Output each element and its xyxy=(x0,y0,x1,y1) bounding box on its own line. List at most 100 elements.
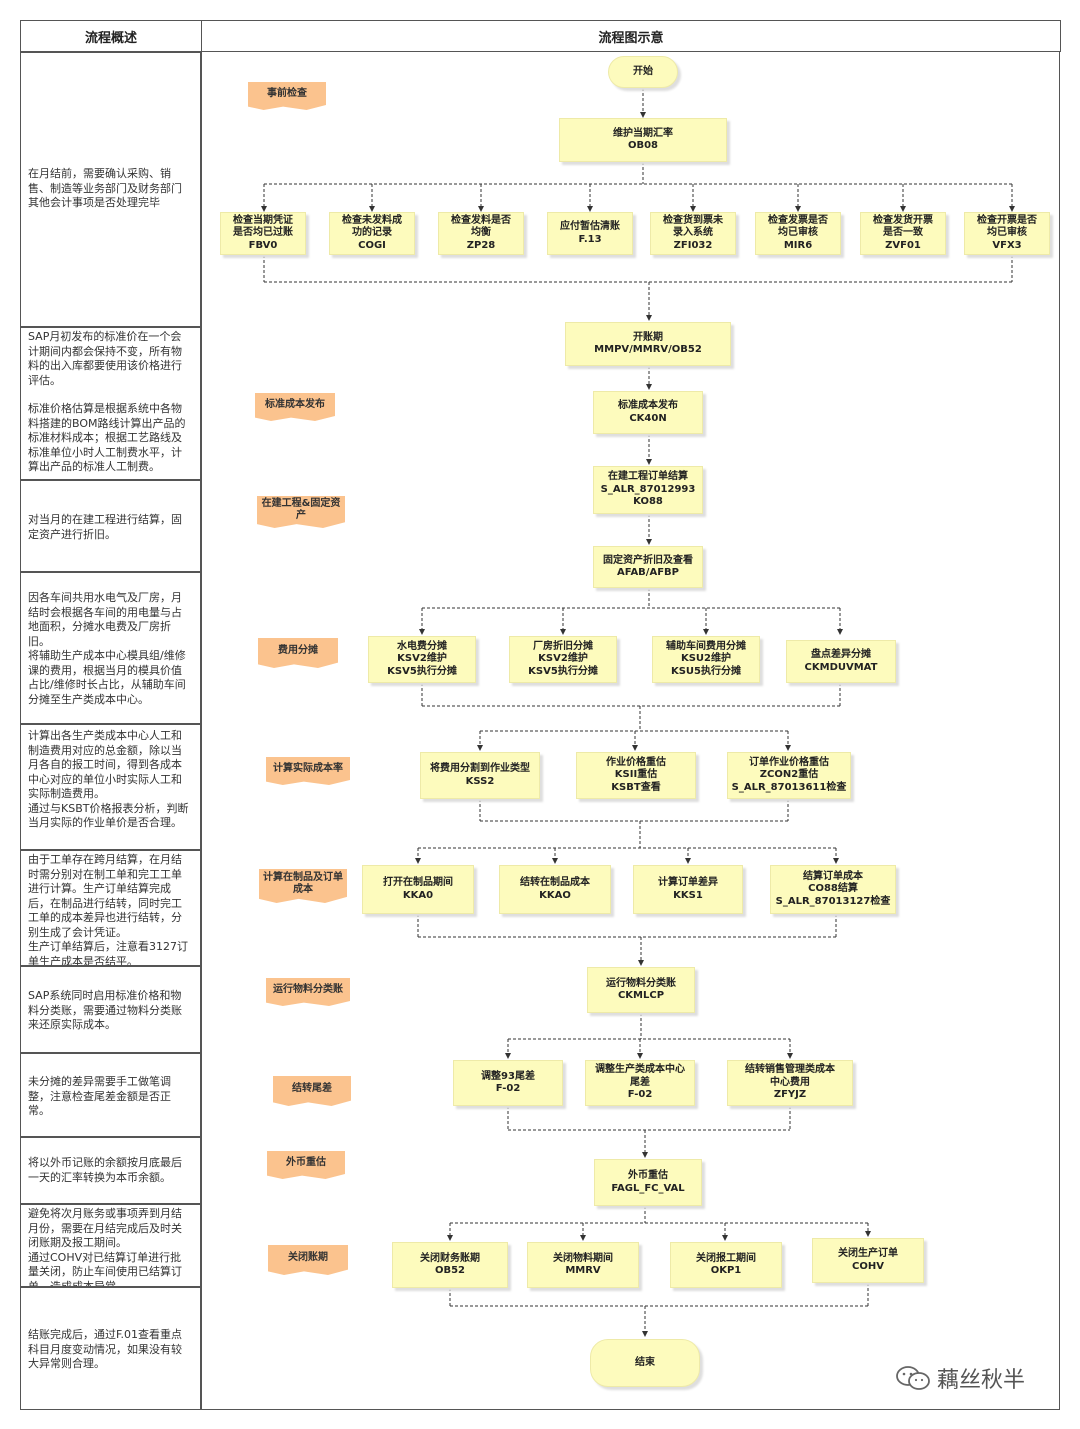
stage-tag: 结转尾差 xyxy=(273,1076,351,1106)
node-label-line: 调整93尾差 xyxy=(481,1070,535,1082)
node-label-line: CKMLCP xyxy=(617,990,665,1001)
node-label-line: 盘点差异分摊 xyxy=(811,649,871,660)
node-label-line: VFX3 xyxy=(992,239,1022,251)
node-label-line: KSS2 xyxy=(465,775,495,787)
node-label-line: 订单作业价格重估 xyxy=(749,756,829,768)
node-label-line: S_ALR_87013127检查 xyxy=(775,895,891,907)
node-label-line: ZP28 xyxy=(466,239,496,251)
node-label-line: 关闭生产订单 xyxy=(838,1248,898,1259)
stage-tag: 标准成本发布 xyxy=(255,393,335,421)
node-label-line: 应付暂估清账 xyxy=(560,221,620,232)
description-text: 将以外币记账的余额按月底最后一天的汇率转换为本币余额。 xyxy=(21,1153,194,1203)
description-paragraph: 通过与KSBT价格报表分析，判断当月实际的作业单价是否合理。 xyxy=(28,801,189,830)
node-label-line: MIR6 xyxy=(783,239,813,251)
node-label-line: 结转在制品成本 xyxy=(520,877,590,888)
description-cell xyxy=(20,966,201,1053)
description-cell xyxy=(20,52,201,327)
node-label-line: 录入系统 xyxy=(673,227,713,239)
description-text: 计算出各生产类成本中心人工和制造费用对应的总金额，除以当月各自的报工时间，得到各… xyxy=(21,726,194,849)
end-node: 结束 xyxy=(590,1339,700,1387)
node-label-line: KSBT查看 xyxy=(611,781,661,793)
node-label-line: OB08 xyxy=(627,140,659,151)
description-paragraph: 标准价格估算是根据系统中各物料搭建的BOM路线计算出产品的标准材料成本；根据工艺… xyxy=(28,402,186,473)
node-label-line: ZVF01 xyxy=(885,239,921,251)
node-label-line: 检查发票是否 xyxy=(768,214,828,226)
node-label-line: 水电费分摊 xyxy=(397,640,447,652)
node-label-line: 关闭物料期间 xyxy=(553,1252,613,1264)
wechat-icon xyxy=(896,1366,930,1390)
node-label-line: 在建工程订单结算 xyxy=(608,471,688,483)
description-paragraph: 由于工单存在跨月结算，在月结时需分别对在制工单和完工工单进行计算。生产订单结算完… xyxy=(28,853,182,939)
node-label-line: 检查开票是否 xyxy=(977,214,1037,226)
node-label-line: ZCON2重估 xyxy=(759,769,819,781)
description-text: SAP系统同时启用标准价格和物料分类账，需要通过物料分类账来还原实际成本。 xyxy=(21,986,194,1052)
description-cell xyxy=(20,327,201,480)
diagram-header: 流程图示意 xyxy=(201,20,1061,52)
node-label-line: F.13 xyxy=(578,233,602,245)
node-label-line: CO88结算 xyxy=(808,883,858,895)
node-label-line: KO88 xyxy=(633,496,663,508)
stage-tag: 事前检查 xyxy=(248,82,326,110)
description-text: 避免将次月账务或事项弄到月结月份，需要在月结完成后及时关闭账期及报工期间。通过C… xyxy=(21,1204,194,1286)
node-label-line: FAGL_FC_VAL xyxy=(611,1182,685,1194)
description-paragraph: SAP系统同时启用标准价格和物料分类账，需要通过物料分类账来还原实际成本。 xyxy=(28,989,182,1031)
node-label-line: 开账期 xyxy=(633,331,663,343)
node-label-line: S_ALR_87012993 xyxy=(600,483,696,495)
node-label-line: MMRV xyxy=(565,1265,601,1276)
stage-tag: 外币重估 xyxy=(267,1151,345,1179)
node-label-line: COGI xyxy=(358,239,386,251)
description-paragraph: 对当月的在建工程进行结算，固定资产进行折旧。 xyxy=(28,513,182,541)
description-paragraph: 将以外币记账的余额按月底最后一天的汇率转换为本币余额。 xyxy=(28,1156,182,1184)
node-label-line: FBV0 xyxy=(248,239,278,251)
node-label-line: COHV xyxy=(852,1260,884,1272)
node-label-line: KSV5执行分摊 xyxy=(387,665,457,677)
watermark: 藕丝秋半 xyxy=(895,1362,1025,1394)
node-label-line: OB52 xyxy=(434,1265,466,1276)
description-paragraph: 避免将次月账务或事项弄到月结月份，需要在月结完成后及时关闭账期及报工期间。 xyxy=(28,1207,182,1249)
node-label-line: 打开在制品期间 xyxy=(383,877,453,888)
description-paragraph: 生产订单结算后，注意看3127订单生产成本是否结平。 xyxy=(28,940,188,965)
node-label-line: CK40N xyxy=(629,412,667,424)
node-label-line: 是否均已过账 xyxy=(233,227,293,239)
node-label-line: 结算订单成本 xyxy=(803,870,863,882)
node-label-line: 是否一致 xyxy=(883,227,923,239)
node-label-line: 检查发货开票 xyxy=(873,214,933,226)
description-cell xyxy=(20,1137,201,1204)
description-paragraph: 结账完成后，通过F.01查看重点科目月度变动情况，如果没有较大异常则合理。 xyxy=(28,1328,183,1370)
node-label-line: 检查货到票未 xyxy=(663,214,723,226)
description-cell xyxy=(20,1204,201,1287)
description-cell xyxy=(20,1287,201,1410)
node-label-line: S_ALR_87013611检查 xyxy=(731,781,847,793)
description-text: 未分摊的差异需要手工做笔调整，注意检查尾差金额是否正常。 xyxy=(21,1072,194,1136)
node-label-line: 结束 xyxy=(635,1356,655,1368)
start-node: 开始 xyxy=(608,56,678,88)
node-label-line: MMPV/MMRV/OB52 xyxy=(594,344,702,355)
node-label-line: KSU2维护 xyxy=(680,653,732,665)
description-cell xyxy=(20,480,201,572)
node-label-line: 维护当期汇率 xyxy=(613,127,673,139)
description-paragraph: 因各车间共用水电气及厂房，月结时会根据各车间的用电量与占地面积，分摊水电费及厂房… xyxy=(28,591,182,648)
description-text: 结账完成后，通过F.01查看重点科目月度变动情况，如果没有较大异常则合理。 xyxy=(21,1325,194,1409)
node-label-line: F-02 xyxy=(627,1089,653,1101)
node-label-line: 计算订单差异 xyxy=(658,877,718,888)
node-label-line: 关闭财务账期 xyxy=(420,1252,480,1264)
node-label-line: 运行物料分类账 xyxy=(606,977,676,989)
node-label-line: 检查未发料成 xyxy=(342,214,402,226)
